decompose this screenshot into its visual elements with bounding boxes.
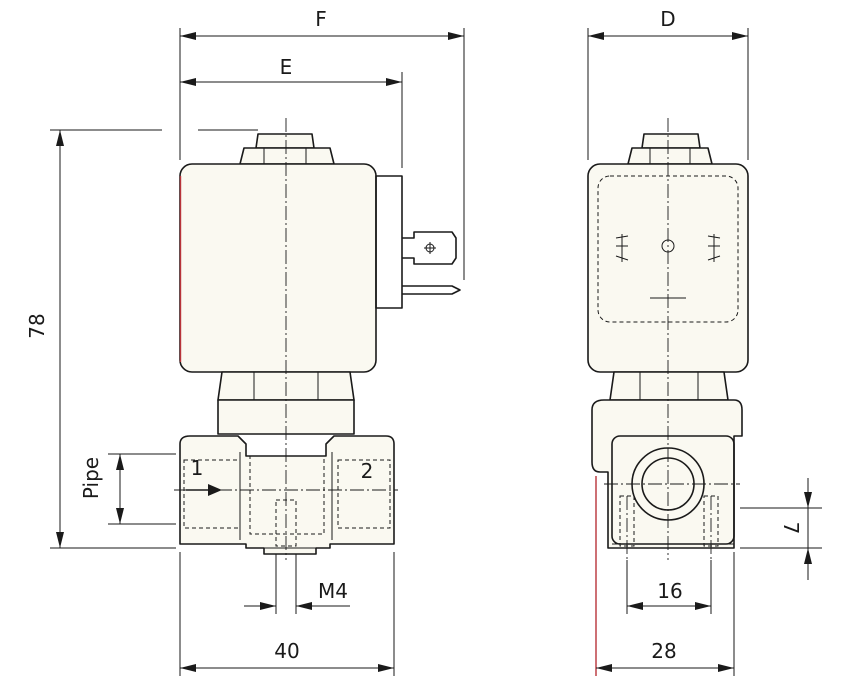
dimension-pipe: Pipe <box>79 453 176 525</box>
side-cap-nut <box>627 133 713 165</box>
side-hex-nut <box>609 371 729 401</box>
front-cap-nut <box>239 133 335 165</box>
dimension-d: D <box>587 7 749 160</box>
dimension-width-front: 40 <box>179 552 395 676</box>
outlet-port-label: 2 <box>361 459 374 483</box>
dimension-width-side-label: 28 <box>651 639 676 663</box>
dimension-thread-label: M4 <box>318 579 348 603</box>
front-coil <box>179 163 403 373</box>
dimension-f: F <box>180 7 464 40</box>
dimension-pipe-label: Pipe <box>79 457 103 499</box>
dimension-height: 78 <box>25 129 258 549</box>
inlet-port-label: 1 <box>191 456 204 480</box>
dimension-width-side: 28 <box>596 552 735 676</box>
dimension-hole-spacing: 16 <box>626 560 712 614</box>
dimension-d-label: D <box>660 7 675 31</box>
dimension-hole-spacing-label: 16 <box>657 579 682 603</box>
dimension-e-label: E <box>280 55 293 79</box>
front-valve-body <box>179 435 395 555</box>
dimension-e: E <box>180 55 402 86</box>
dimension-f-label: F <box>315 7 327 31</box>
side-valve-body <box>591 399 743 676</box>
dimension-width-front-label: 40 <box>274 639 299 663</box>
dimension-height-small: 7 <box>740 478 822 580</box>
dimension-thread: M4 <box>244 554 350 614</box>
side-view: D 16 28 7 <box>587 7 822 676</box>
dimension-height-small-label: 7 <box>779 522 803 535</box>
front-connector-tab <box>402 231 461 295</box>
front-view: 1 2 F E 78 <box>25 7 465 676</box>
dimension-height-label: 78 <box>25 313 49 338</box>
